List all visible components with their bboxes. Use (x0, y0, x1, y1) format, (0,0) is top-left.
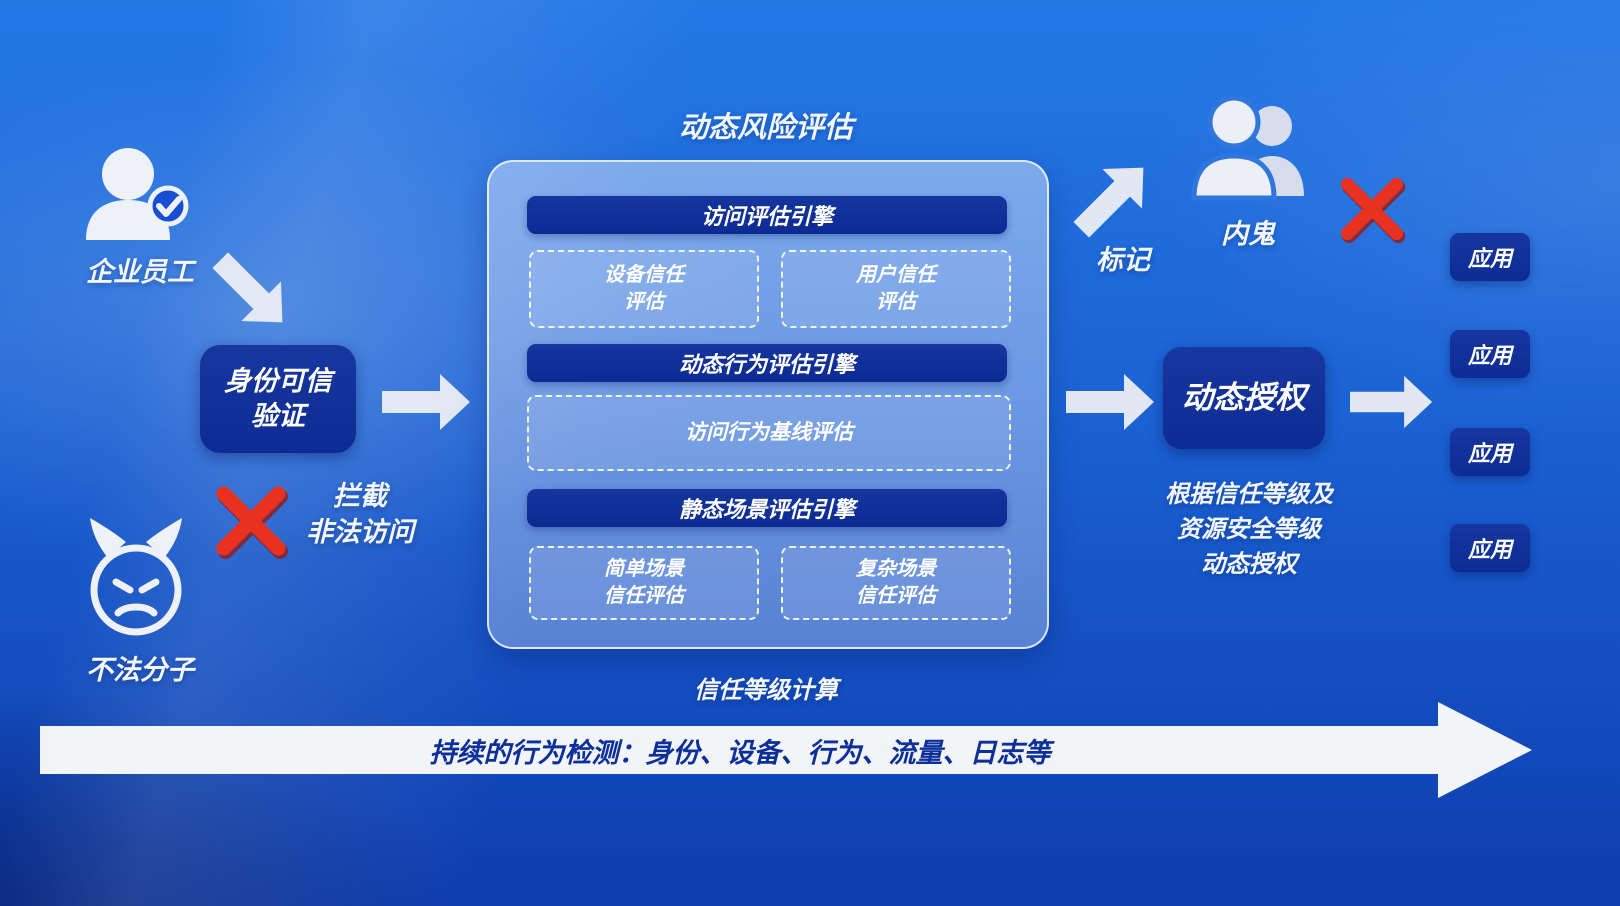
authorization-note: 根据信任等级及 资源安全等级 动态授权 (1144, 478, 1354, 582)
trust-level-caption: 信任等级计算 (694, 677, 838, 704)
dynamic-authorization-label: 动态授权 (1182, 379, 1306, 415)
dynamic-authorization-box: 动态授权 (1163, 347, 1325, 449)
simple-scene-line2: 信任评估 (604, 585, 684, 607)
arrow-right-to-panel-icon (382, 372, 472, 432)
arrow-downright-icon (199, 239, 305, 345)
identity-verification-box: 身份可信 验证 (200, 345, 356, 453)
attacker-devil-icon (90, 518, 182, 636)
identity-verification-text: 身份可信 验证 (224, 364, 332, 434)
intercept-line1: 拦截 (333, 481, 387, 511)
behavior-baseline-box: 访问行为基线评估 (527, 395, 1011, 471)
insider-x-icon (1340, 177, 1406, 244)
simple-scene-line1: 简单场景 (604, 558, 684, 580)
block-x-icon (216, 486, 289, 560)
risk-assessment-panel: 访问评估引擎 设备信任 评估 用户信任 评估 动态行为评估引擎 访问行为基线评估… (487, 160, 1049, 649)
behavior-baseline-text: 访问行为基线评估 (685, 420, 853, 444)
arrow-right-to-apps-icon (1350, 372, 1434, 432)
user-trust-line2: 评估 (876, 291, 916, 313)
app-box-1: 应用 (1450, 233, 1530, 281)
app-box-4: 应用 (1450, 524, 1530, 572)
panel-title: 动态风险评估 (678, 112, 853, 144)
app-box-2: 应用 (1450, 330, 1530, 378)
complex-scene-box: 复杂场景 信任评估 (781, 546, 1011, 620)
complex-scene-line1: 复杂场景 (856, 558, 936, 580)
authorization-note-line1: 根据信任等级及 (1165, 481, 1333, 508)
employee-person-icon (86, 148, 189, 240)
intercept-label: 拦截 非法访问 (285, 478, 435, 551)
mark-label: 标记 (1096, 245, 1150, 275)
bottom-banner-text: 持续的行为检测：身份、设备、行为、流量、日志等 (429, 737, 1051, 768)
engine1-bar: 访问评估引擎 (527, 196, 1007, 234)
engine2-bar: 动态行为评估引擎 (527, 344, 1007, 382)
authorization-note-line3: 动态授权 (1201, 550, 1297, 578)
app-box-3: 应用 (1450, 428, 1530, 476)
engine3-bar: 静态场景评估引擎 (527, 489, 1007, 527)
user-trust-box: 用户信任 评估 (781, 250, 1011, 328)
insider-label: 内鬼 (1221, 219, 1275, 249)
user-trust-line1: 用户信任 (856, 264, 936, 286)
employee-label: 企业员工 (86, 257, 194, 287)
device-trust-line2: 评估 (624, 291, 664, 313)
identity-line2: 验证 (251, 401, 305, 431)
arrow-upright-mark-icon (1060, 145, 1166, 251)
authorization-note-line2: 资源安全等级 (1177, 515, 1321, 543)
device-trust-line1: 设备信任 (604, 264, 684, 286)
complex-scene-line2: 信任评估 (856, 585, 936, 607)
arrow-right-to-auth-icon (1066, 372, 1156, 432)
insider-group-icon (1191, 95, 1304, 201)
identity-line1: 身份可信 (224, 365, 332, 396)
attacker-label: 不法分子 (86, 655, 194, 685)
bottom-banner-arrow-icon (40, 702, 1532, 798)
intercept-line2: 非法访问 (306, 517, 414, 548)
device-trust-box: 设备信任 评估 (529, 250, 759, 328)
simple-scene-box: 简单场景 信任评估 (529, 546, 759, 620)
